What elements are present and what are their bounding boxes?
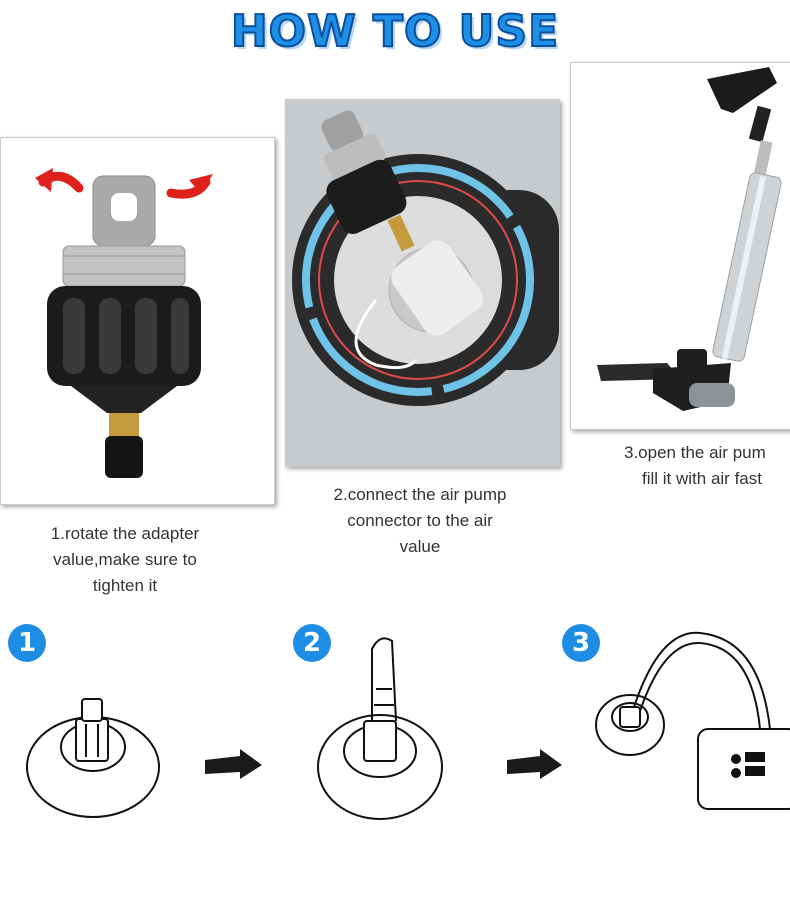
step-1-photo: [0, 137, 275, 505]
step-2-photo: [285, 99, 560, 467]
page-title: HOW TO USE: [230, 5, 560, 58]
diagram-2-connected: [317, 637, 443, 820]
arrow-right-2-icon: [507, 749, 562, 779]
adapter-illustration: [35, 168, 213, 478]
diagram-step-3-badge: 3: [562, 624, 600, 662]
valve-illustration: [286, 100, 559, 466]
diagram-step-1-badge: 1: [8, 624, 46, 662]
step-3-caption: 3.open the air pum fill it with air fast: [624, 443, 766, 488]
pump-illustration: [597, 67, 782, 411]
diagram-step-2-badge: 2: [293, 624, 331, 662]
step-1-caption: 1.rotate the adapter value,make sure to …: [50, 524, 200, 595]
diagram-1-valve: [26, 698, 160, 818]
step-3-photo: [570, 62, 790, 430]
step-2-caption: 2.connect the air pump connector to the …: [333, 485, 507, 556]
arrow-right-1-icon: [205, 749, 262, 779]
line-diagrams: [26, 631, 790, 820]
diagram-3-pump: [595, 631, 790, 810]
